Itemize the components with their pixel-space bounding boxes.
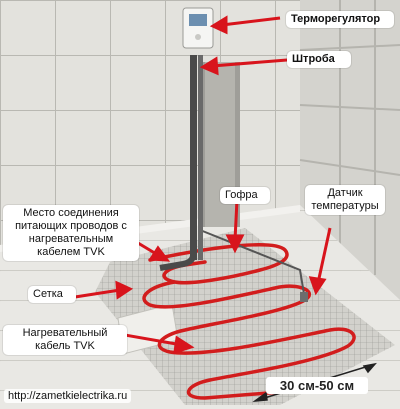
thermostat-label: Терморегулятор <box>286 11 394 28</box>
sensor-probe <box>300 292 308 302</box>
corrugation-label: Гофра <box>220 187 270 204</box>
pointer-arrows <box>74 15 332 355</box>
sensor-label: Датчик температуры <box>305 185 385 215</box>
conduit-pipe-2 <box>198 55 203 260</box>
thermostat-button <box>195 34 201 40</box>
chase-label: Штроба <box>287 51 351 68</box>
heating-cable <box>142 243 356 400</box>
junction-label: Место соединения питающих проводов с наг… <box>3 205 139 261</box>
conduit-pipe-1 <box>190 55 197 260</box>
heating-cable-label: Нагревательный кабель TVK <box>3 325 127 355</box>
dimension-label: 30 см-50 см <box>266 377 368 394</box>
conduit-elbow <box>159 254 196 271</box>
thermostat-display <box>189 14 207 26</box>
website-link[interactable]: http://zametkielectrika.ru <box>4 389 132 403</box>
mesh-label: Сетка <box>28 286 76 303</box>
